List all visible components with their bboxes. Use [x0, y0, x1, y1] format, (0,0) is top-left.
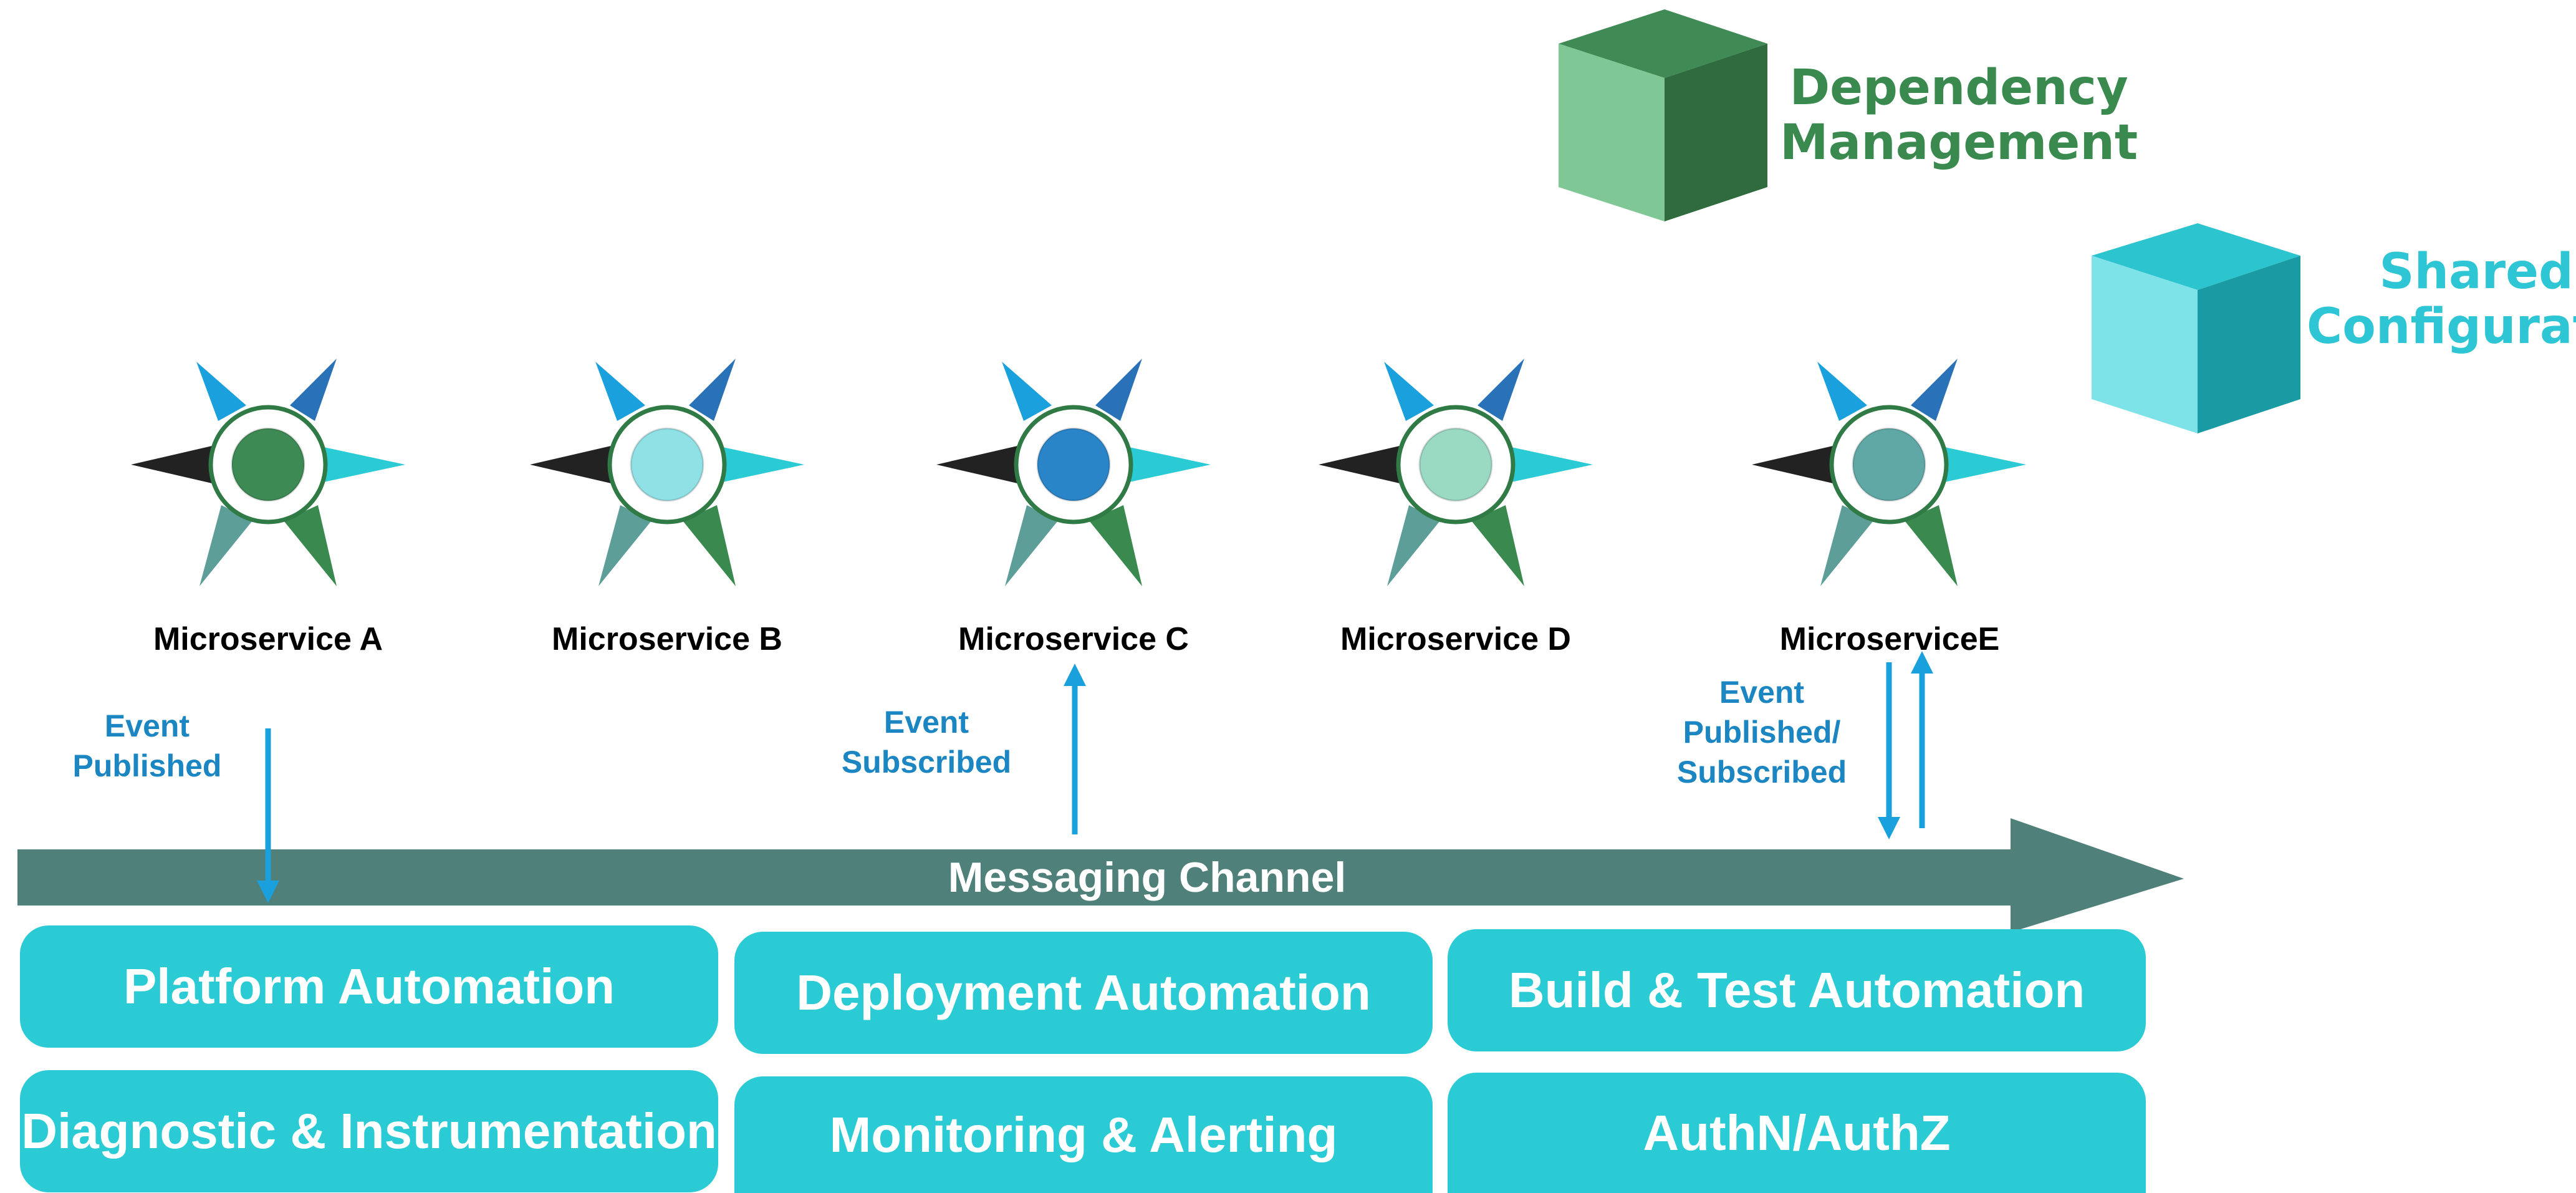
microservice-e-compass-star-icon — [1752, 359, 2026, 586]
spike-upper-left — [1817, 362, 1867, 421]
spike-lower-right — [1089, 505, 1142, 586]
spike-right — [717, 446, 804, 483]
event-pubsub-line2: Published/ — [1683, 715, 1841, 750]
authn-authz-label: AuthN/AuthZ — [1643, 1104, 1951, 1161]
dependency-management-label: Dependency Management — [1780, 60, 2138, 170]
deployment-automation-box: Deployment Automation — [734, 932, 1433, 1054]
icon-core — [1852, 427, 1926, 502]
platform-automation-label: Platform Automation — [123, 959, 615, 1014]
spike-right — [318, 446, 405, 483]
dependency-label-line2: Management — [1780, 115, 2138, 171]
spike-lower-right — [284, 505, 337, 586]
spike-lower-left — [1387, 505, 1440, 586]
monitoring-alerting-box: Monitoring & Alerting — [734, 1076, 1433, 1193]
monitoring-alerting-label: Monitoring & Alerting — [829, 1106, 1338, 1162]
microservice-d-label: Microservice D — [1340, 621, 1571, 657]
event-published-line2: Published — [72, 748, 222, 783]
dependency-cube-icon — [1559, 9, 1767, 221]
spike-upper-right — [1478, 359, 1524, 421]
spike-left — [131, 446, 212, 483]
authn-authz-box: AuthN/AuthZ — [1448, 1073, 2146, 1193]
spike-right — [1123, 446, 1211, 483]
microservice-icons — [131, 359, 2026, 586]
spike-left — [1752, 446, 1833, 483]
spike-right — [1506, 446, 1593, 483]
spike-left — [1319, 446, 1400, 483]
event-published-line1: Event — [104, 708, 190, 743]
spike-left — [530, 446, 611, 483]
spike-upper-right — [1095, 359, 1142, 421]
spike-upper-right — [290, 359, 337, 421]
spike-upper-right — [1911, 359, 1958, 421]
spike-upper-left — [1002, 362, 1052, 421]
spike-upper-left — [196, 362, 246, 421]
icon-core — [630, 427, 704, 502]
microservice-b-compass-star-icon — [530, 359, 804, 586]
microservice-b-label: Microservice B — [552, 621, 782, 657]
spike-right — [1939, 446, 2026, 483]
shared-configuration-label: Shared Configuratio — [2307, 244, 2576, 354]
spike-upper-left — [595, 362, 645, 421]
dependency-cube-top — [1559, 9, 1767, 78]
microservice-d-compass-star-icon — [1319, 359, 1593, 586]
event-pubsub-line1: Event — [1719, 675, 1805, 710]
event-pubsub-line3: Subscribed — [1676, 755, 1847, 790]
event-subscribed-line1: Event — [883, 705, 969, 740]
event-subscribed-line2: Subscribed — [841, 745, 1012, 780]
diagnostic-instrumentation-label: Diagnostic & Instrumentation — [21, 1103, 717, 1159]
microservice-c-compass-star-icon — [936, 359, 1211, 586]
diagnostic-instrumentation-box: Diagnostic & Instrumentation — [20, 1070, 718, 1192]
shared-config-cube-icon — [2092, 223, 2300, 433]
spike-lower-left — [598, 505, 651, 586]
icon-core — [1036, 427, 1111, 502]
platform-automation-box: Platform Automation — [20, 925, 718, 1048]
spike-lower-left — [1005, 505, 1058, 586]
microservice-c-label: Microservice C — [958, 621, 1189, 657]
build-test-automation-box: Build & Test Automation — [1448, 929, 2146, 1051]
microservice-a-label: Microservice A — [153, 621, 383, 657]
spike-lower-left — [199, 505, 252, 586]
microservice-e-label: MicroserviceE — [1779, 621, 2000, 657]
microservice-a-compass-star-icon — [131, 359, 405, 586]
deployment-automation-label: Deployment Automation — [796, 965, 1371, 1020]
dependency-label-line1: Dependency — [1789, 60, 2128, 116]
icon-core — [231, 427, 305, 502]
dependency-cube-right — [1665, 44, 1767, 221]
messaging-channel-arrow — [17, 818, 2184, 932]
spike-lower-right — [683, 505, 736, 586]
shared-label-line2: Configuratio — [2307, 299, 2576, 355]
spike-lower-left — [1820, 505, 1873, 586]
event-subscribed-label: Event Subscribed — [802, 702, 1051, 782]
spike-upper-left — [1384, 362, 1434, 421]
messaging-channel-label: Messaging Channel — [948, 854, 1347, 901]
icon-core — [1418, 427, 1493, 502]
shared-cube-right — [2198, 256, 2300, 433]
shared-cube-top — [2092, 223, 2300, 290]
shared-label-line1: Shared — [2379, 244, 2574, 300]
dependency-cube-left — [1559, 44, 1665, 221]
shared-cube-left — [2092, 256, 2198, 433]
spike-upper-right — [689, 359, 736, 421]
spike-lower-right — [1471, 505, 1524, 586]
spike-lower-right — [1905, 505, 1958, 586]
spike-left — [936, 446, 1017, 483]
event-published-label: Event Published — [22, 706, 272, 786]
event-pubsub-label: Event Published/ Subscribed — [1637, 672, 1886, 792]
build-test-automation-label: Build & Test Automation — [1508, 962, 2085, 1018]
